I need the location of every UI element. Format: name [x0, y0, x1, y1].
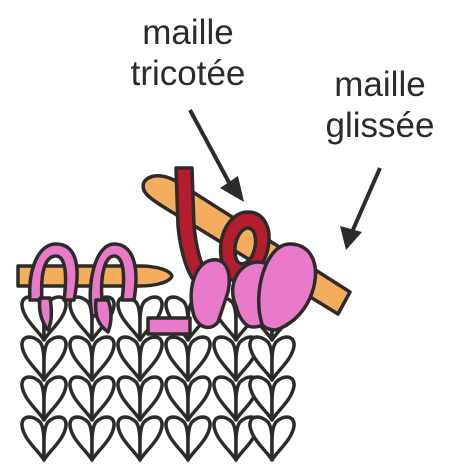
label-knitted-stitch-line1: maille: [108, 12, 268, 53]
arrow-knit-stitch-head: [220, 176, 244, 202]
label-slipped-stitch-line1: maille: [310, 64, 449, 105]
label-knitted-stitch-line2: tricotée: [108, 53, 268, 94]
arrow-knit-stitch: [190, 110, 232, 188]
label-slipped-stitch-line2: glissée: [310, 105, 449, 146]
label-slipped-stitch: maille glissée: [310, 64, 449, 146]
yarn-strand: [148, 318, 190, 334]
arrow-slipped-stitch: [352, 168, 380, 232]
label-knitted-stitch: maille tricotée: [108, 12, 268, 94]
arrow-slipped-stitch-head: [340, 226, 362, 250]
